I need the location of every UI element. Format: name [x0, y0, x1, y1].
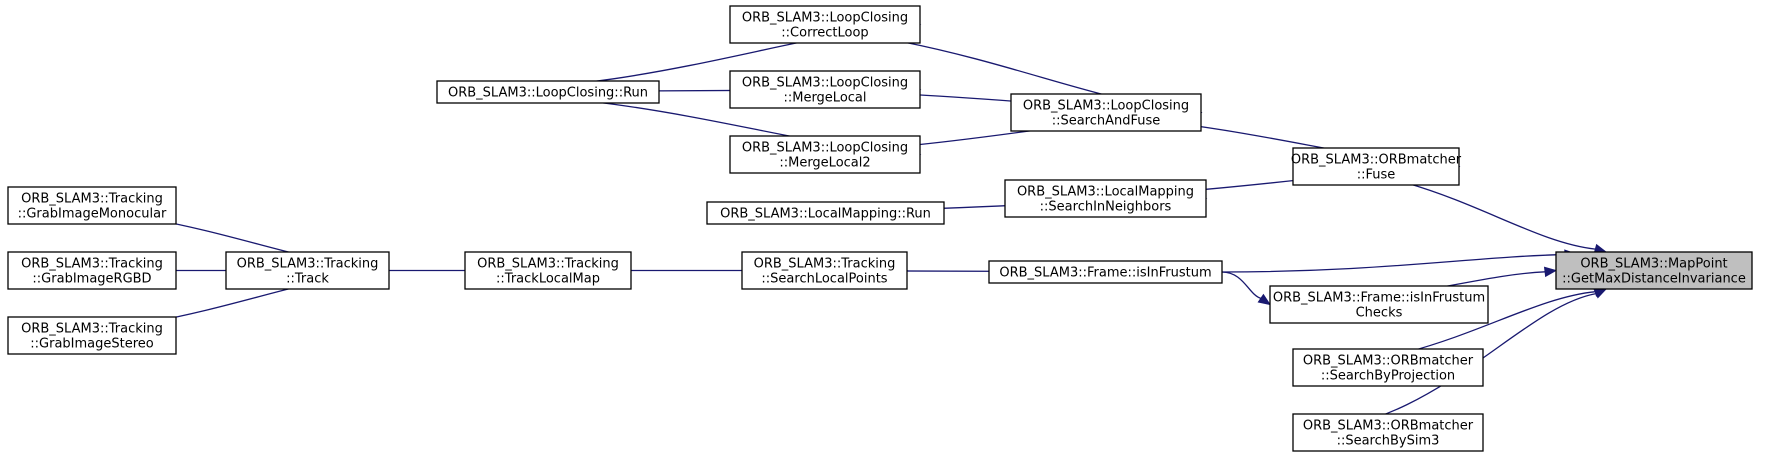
node-box-fuse	[1292, 147, 1460, 186]
nodes-layer: ORB_SLAM3::MapPoint::GetMaxDistanceInvar…	[7, 5, 1753, 452]
node-box-rgbd	[7, 251, 177, 290]
node-lcrun[interactable]: ORB_SLAM3::LoopClosing::Run	[436, 80, 660, 104]
node-slp[interactable]: ORB_SLAM3::Tracking::SearchLocalPoints	[741, 251, 908, 290]
node-label-correct-1: ORB_SLAM3::LoopClosing	[742, 11, 908, 26]
node-label-getmax-1: ORB_SLAM3::MapPoint	[1580, 257, 1727, 272]
node-label-rgbd-2: ::GrabImageRGBD	[32, 272, 151, 287]
node-searchfuse[interactable]: ORB_SLAM3::LoopClosing::SearchAndFuse	[1010, 93, 1202, 132]
edge-arrowhead-checks-to-getmax	[1543, 266, 1558, 278]
node-mergelocal2[interactable]: ORB_SLAM3::LoopClosing::MergeLocal2	[729, 135, 921, 174]
node-label-slp-2: ::SearchLocalPoints	[761, 272, 887, 287]
node-label-mergelocal-2: ::MergeLocal	[783, 91, 866, 106]
edge-isinfrustum-to-checks	[1221, 271, 1262, 299]
node-box-searchfuse	[1010, 93, 1202, 132]
node-label-mergelocal2-2: ::MergeLocal2	[779, 156, 870, 171]
node-label-track-1: ORB_SLAM3::Tracking	[237, 257, 379, 272]
node-label-mono-1: ORB_SLAM3::Tracking	[21, 192, 163, 207]
node-label-mergelocal2-1: ORB_SLAM3::LoopClosing	[742, 141, 908, 156]
node-label-searchnb-1: ORB_SLAM3::LocalMapping	[1017, 185, 1194, 200]
node-box-correct	[729, 5, 921, 44]
node-label-fuse-1: ORB_SLAM3::ORBmatcher	[1291, 153, 1462, 168]
node-tlm[interactable]: ORB_SLAM3::Tracking::TrackLocalMap	[464, 251, 632, 290]
node-box-sbsim3	[1292, 413, 1484, 452]
node-box-stereo	[7, 316, 177, 355]
node-label-getmax-2: ::GetMaxDistanceInvariance	[1562, 272, 1746, 287]
node-box-lcrun	[436, 80, 660, 104]
node-box-mergelocal2	[729, 135, 921, 174]
node-rgbd[interactable]: ORB_SLAM3::Tracking::GrabImageRGBD	[7, 251, 177, 290]
node-isinfrustum[interactable]: ORB_SLAM3::Frame::isInFrustum	[988, 260, 1223, 284]
node-label-lcrun-1: ORB_SLAM3::LoopClosing::Run	[448, 86, 648, 101]
node-correct[interactable]: ORB_SLAM3::LoopClosing::CorrectLoop	[729, 5, 921, 44]
edge-arrowhead-sbsim3-to-getmax	[1593, 288, 1608, 299]
node-stereo[interactable]: ORB_SLAM3::Tracking::GrabImageStereo	[7, 316, 177, 355]
node-searchnb[interactable]: ORB_SLAM3::LocalMapping::SearchInNeighbo…	[1004, 179, 1207, 218]
edge-isinfrustum-to-getmax	[1221, 253, 1566, 273]
node-box-mergelocal	[729, 70, 921, 109]
node-label-correct-2: ::CorrectLoop	[781, 26, 868, 41]
node-label-slp-1: ORB_SLAM3::Tracking	[754, 257, 896, 272]
node-box-isinfrustum	[988, 260, 1223, 284]
node-label-mono-2: ::GrabImageMonocular	[18, 207, 167, 222]
node-label-sbsim3-1: ORB_SLAM3::ORBmatcher	[1303, 419, 1474, 434]
node-box-searchnb	[1004, 179, 1207, 218]
node-box-lmrun	[706, 201, 945, 225]
node-label-sbsim3-2: ::SearchBySim3	[1337, 434, 1440, 449]
node-label-checks-2: Checks	[1356, 306, 1403, 321]
node-label-track-2: ::Track	[286, 272, 329, 287]
node-track[interactable]: ORB_SLAM3::Tracking::Track	[225, 251, 390, 290]
node-label-searchnb-2: ::SearchInNeighbors	[1040, 200, 1172, 215]
edge-arrowhead-isinfrustum-to-checks	[1257, 293, 1272, 306]
node-label-sbproj-2: ::SearchByProjection	[1321, 369, 1455, 384]
node-box-checks	[1269, 285, 1489, 324]
node-lmrun[interactable]: ORB_SLAM3::LocalMapping::Run	[706, 201, 945, 225]
node-label-rgbd-1: ORB_SLAM3::Tracking	[21, 257, 163, 272]
node-label-checks-1: ORB_SLAM3::Frame::isInFrustum	[1273, 291, 1485, 306]
node-label-isinfrustum-1: ORB_SLAM3::Frame::isInFrustum	[999, 266, 1211, 281]
node-box-track	[225, 251, 390, 290]
node-fuse[interactable]: ORB_SLAM3::ORBmatcher::Fuse	[1291, 147, 1462, 186]
node-label-stereo-1: ORB_SLAM3::Tracking	[21, 322, 163, 337]
node-sbsim3[interactable]: ORB_SLAM3::ORBmatcher::SearchBySim3	[1292, 413, 1484, 452]
node-label-stereo-2: ::GrabImageStereo	[30, 337, 154, 352]
node-getmax[interactable]: ORB_SLAM3::MapPoint::GetMaxDistanceInvar…	[1555, 251, 1753, 290]
node-label-fuse-2: ::Fuse	[1357, 168, 1396, 183]
node-box-tlm	[464, 251, 632, 290]
node-label-sbproj-1: ORB_SLAM3::ORBmatcher	[1303, 354, 1474, 369]
node-label-searchfuse-2: ::SearchAndFuse	[1052, 114, 1161, 129]
node-sbproj[interactable]: ORB_SLAM3::ORBmatcher::SearchByProjectio…	[1292, 348, 1484, 387]
node-label-mergelocal-1: ORB_SLAM3::LoopClosing	[742, 76, 908, 91]
node-label-tlm-2: ::TrackLocalMap	[496, 272, 600, 287]
node-mono[interactable]: ORB_SLAM3::Tracking::GrabImageMonocular	[7, 186, 177, 225]
node-mergelocal[interactable]: ORB_SLAM3::LoopClosing::MergeLocal	[729, 70, 921, 109]
node-label-searchfuse-1: ORB_SLAM3::LoopClosing	[1023, 99, 1189, 114]
node-box-sbproj	[1292, 348, 1484, 387]
node-label-tlm-1: ORB_SLAM3::Tracking	[477, 257, 619, 272]
node-box-slp	[741, 251, 908, 290]
node-label-lmrun-1: ORB_SLAM3::LocalMapping::Run	[720, 207, 931, 222]
node-box-getmax	[1555, 251, 1753, 290]
node-box-mono	[7, 186, 177, 225]
